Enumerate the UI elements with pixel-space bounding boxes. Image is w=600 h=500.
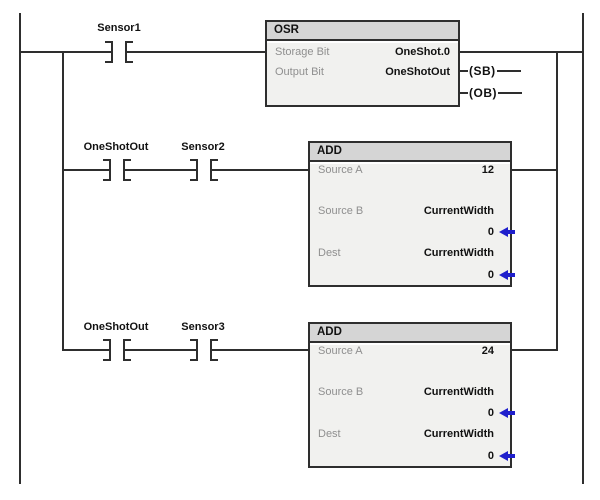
add-instruction-block-rung2[interactable]: ADD Source A 12 Source B CurrentWidth 0 … [308,141,515,287]
blue-left-arrow-icon [499,408,515,418]
contact-gap [111,339,123,361]
left-power-rail [19,13,21,484]
tag-sensor3[interactable]: Sensor3 [181,321,225,333]
dest-value[interactable]: CurrentWidth [423,428,494,440]
storage-bit-label: Storage Bit [275,46,330,58]
add-instruction-block-rung3[interactable]: ADD Source A 24 Source B CurrentWidth 0 … [308,322,515,468]
rung2-wire-right [510,169,558,171]
no-contact-sensor3[interactable] [190,339,218,361]
source-b-value[interactable]: CurrentWidth [423,386,494,398]
left-branch-wire [62,51,64,351]
contact-bracket-right [125,41,133,63]
coil-lead-wire [458,70,468,72]
no-contact-oneshotout-rung2[interactable] [103,159,131,181]
coil-storage-bit-sb[interactable]: (SB) [458,63,521,79]
source-b-current-value[interactable]: 0 [487,407,494,419]
no-contact-sensor2[interactable] [190,159,218,181]
source-a-label: Source A [318,345,363,357]
tag-oneshotout-rung2[interactable]: OneShotOut [83,141,149,153]
dest-label: Dest [318,247,341,259]
rung1-wire-left [20,51,266,53]
source-b-current-value[interactable]: 0 [487,226,494,238]
contact-gap [113,41,125,63]
blue-left-arrow-icon [499,451,515,461]
source-a-value[interactable]: 24 [481,345,494,357]
osr-instruction-block[interactable]: OSR Storage Bit OneShot.0 Output Bit One… [265,20,460,107]
no-contact-oneshotout-rung3[interactable] [103,339,131,361]
right-power-rail [582,13,584,484]
source-b-value[interactable]: CurrentWidth [423,205,494,217]
blue-left-arrow-icon [499,227,515,237]
rung1-wire-right [458,51,583,53]
coil-tail-wire [498,92,522,94]
coil-lead-wire [458,92,468,94]
contact-bracket-right [210,159,218,181]
source-b-label: Source B [318,205,364,217]
rung3-wire-right [510,349,558,351]
contact-bracket-left [105,41,113,63]
output-bit-label: Output Bit [275,66,324,78]
contact-gap [198,339,210,361]
dest-label: Dest [318,428,341,440]
contact-gap [198,159,210,181]
storage-bit-value[interactable]: OneShot.0 [394,46,450,58]
contact-bracket-left [190,159,198,181]
contact-gap [111,159,123,181]
contact-bracket-right [123,339,131,361]
contact-bracket-left [103,159,111,181]
contact-bracket-right [123,159,131,181]
source-a-value[interactable]: 12 [481,164,494,176]
blue-left-arrow-icon [499,270,515,280]
coil-ob-label: (OB) [469,86,497,100]
osr-block-header: OSR [267,22,458,41]
rung2-wire-left [62,169,310,171]
contact-bracket-right [210,339,218,361]
coil-output-bit-ob[interactable]: (OB) [458,85,522,101]
tag-oneshotout-rung3[interactable]: OneShotOut [83,321,149,333]
source-b-label: Source B [318,386,364,398]
add-block-header: ADD [310,143,510,162]
right-branch-wire [556,51,558,351]
output-bit-value[interactable]: OneShotOut [385,66,450,78]
coil-tail-wire [496,70,521,72]
add-block-header: ADD [310,324,510,343]
dest-current-value[interactable]: 0 [487,450,494,462]
rung3-wire-left [62,349,310,351]
dest-current-value[interactable]: 0 [487,269,494,281]
no-contact-sensor1[interactable] [105,41,133,63]
tag-sensor2[interactable]: Sensor2 [181,141,225,153]
source-a-label: Source A [318,164,363,176]
contact-bracket-left [190,339,198,361]
contact-bracket-left [103,339,111,361]
coil-sb-label: (SB) [469,64,496,78]
dest-value[interactable]: CurrentWidth [423,247,494,259]
tag-sensor1[interactable]: Sensor1 [97,22,141,34]
